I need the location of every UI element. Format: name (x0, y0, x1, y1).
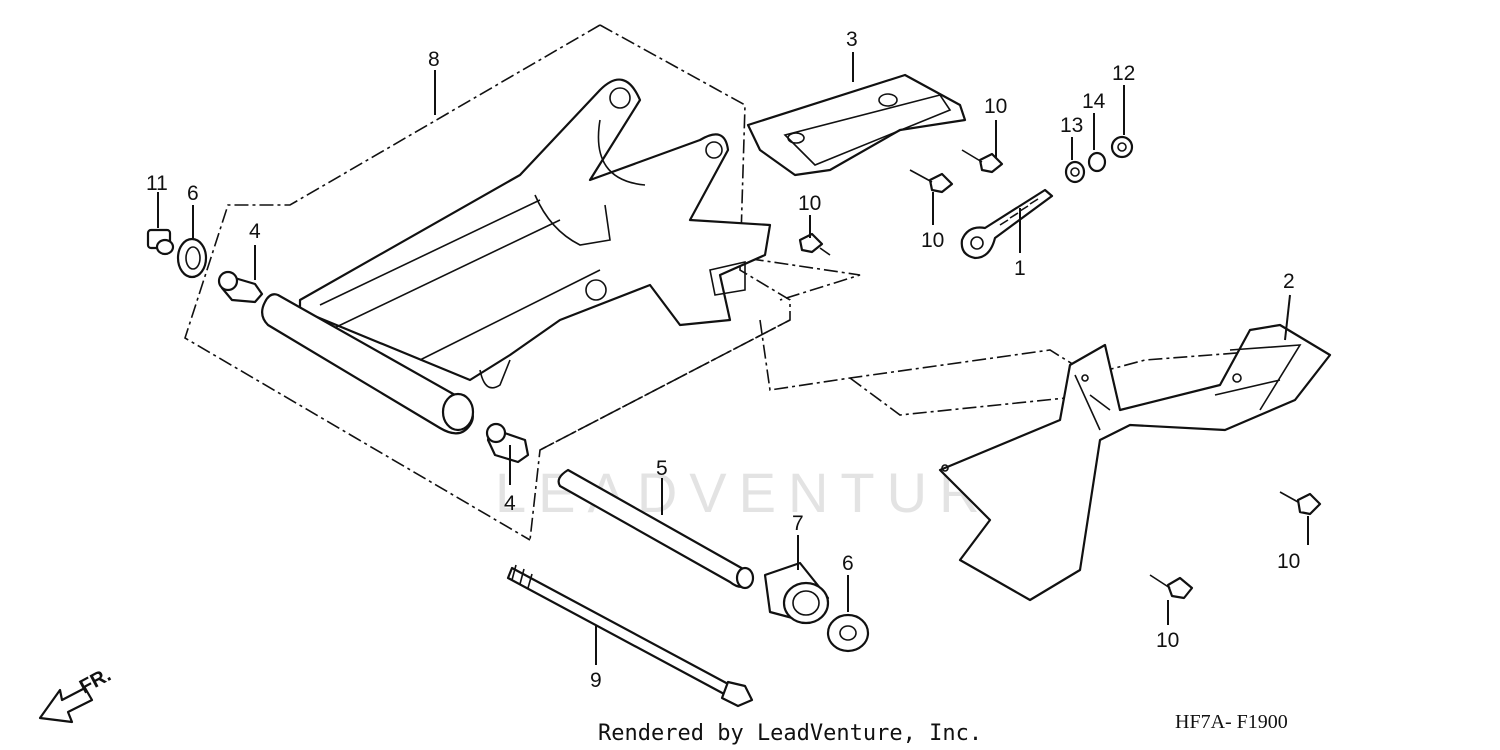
nut-12 (1110, 135, 1134, 159)
washer-13 (1064, 160, 1086, 184)
callout-11: 11 (146, 172, 168, 195)
dust-seal-left (176, 237, 208, 279)
swing-arm-part (298, 78, 772, 389)
callout-labels: 1 2 3 4 4 5 6 6 7 8 9 10 10 10 10 10 11 … (146, 28, 1300, 692)
callout-14: 14 (1082, 90, 1106, 113)
pivot-tube (261, 293, 475, 435)
pivot-collar (557, 468, 755, 590)
callout-6-left: 6 (187, 182, 199, 205)
render-credit: Rendered by LeadVenture, Inc. (598, 721, 982, 746)
callout-1: 1 (1014, 257, 1026, 280)
callout-10-a: 10 (984, 95, 1007, 118)
callout-7: 7 (792, 512, 804, 535)
callout-6-right: 6 (842, 552, 854, 575)
bracket-part (746, 73, 967, 177)
bolt-10-b (909, 169, 954, 194)
bolt-10-e (1149, 574, 1194, 600)
diagram-code: HF7A- F1900 (1175, 711, 1288, 733)
callout-3: 3 (846, 28, 858, 51)
bolt-10-a (961, 149, 1004, 174)
guard-part (938, 323, 1332, 602)
needle-bearing (763, 561, 830, 625)
nut-11 (146, 228, 175, 256)
callout-13: 13 (1060, 114, 1083, 137)
callout-4-upper: 4 (249, 220, 261, 243)
front-arrow-icon (38, 686, 94, 724)
leader-lines (157, 52, 1309, 665)
callout-12: 12 (1112, 62, 1135, 85)
callout-9: 9 (590, 669, 602, 692)
adjusting-bolt (960, 188, 1054, 260)
callout-2: 2 (1283, 270, 1295, 293)
callout-8: 8 (428, 48, 440, 71)
callout-5: 5 (656, 457, 668, 480)
callout-10-c: 10 (798, 192, 821, 215)
front-direction-indicator: FR. (38, 664, 115, 724)
pivot-bolt (506, 564, 754, 708)
dust-seal-right (826, 613, 870, 653)
bushing-upper (217, 270, 264, 304)
spring-washer-14 (1087, 151, 1107, 173)
bushing-lower (485, 422, 530, 464)
callout-4-lower: 4 (504, 492, 516, 515)
callout-10-d: 10 (1277, 550, 1300, 573)
callout-10-b: 10 (921, 229, 944, 252)
callout-10-e: 10 (1156, 629, 1179, 652)
bolt-10-d (1279, 491, 1322, 516)
assembly-outlines (184, 24, 1251, 541)
bolt-10-c (798, 232, 831, 256)
